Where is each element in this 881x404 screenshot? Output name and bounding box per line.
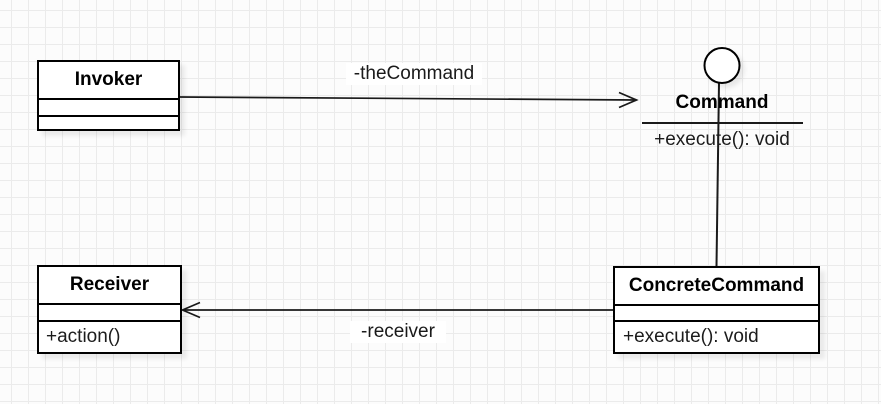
interface-command-name: Command	[675, 92, 769, 113]
class-receiver[interactable]: Receiver +action()	[37, 265, 182, 354]
class-concrete-command-attributes-compartment	[615, 306, 818, 322]
class-invoker-operations-compartment	[39, 117, 178, 129]
class-invoker-name: Invoker	[39, 62, 178, 100]
association-thecommand-line[interactable]	[179, 96, 637, 101]
interface-command-operation: +execute(): void	[654, 129, 790, 150]
class-concrete-command-name: ConcreteCommand	[615, 268, 818, 306]
interface-command[interactable]: Command +execute(): void	[622, 90, 822, 156]
edge-label-thecommand[interactable]: -theCommand	[346, 63, 482, 85]
class-concrete-command-operation: +execute(): void	[623, 326, 759, 347]
class-concrete-command[interactable]: ConcreteCommand +execute(): void	[613, 266, 820, 354]
realization-line[interactable]	[715, 82, 720, 267]
lollipop-circle[interactable]	[703, 47, 741, 84]
class-receiver-attributes-compartment	[39, 305, 180, 322]
open-arrowhead-left-icon[interactable]	[180, 301, 201, 319]
class-invoker[interactable]: Invoker	[37, 60, 180, 131]
edge-label-receiver[interactable]: -receiver	[350, 321, 446, 343]
class-receiver-operation: +action()	[46, 326, 121, 347]
class-invoker-attributes-compartment	[39, 100, 178, 117]
open-arrowhead-right-icon[interactable]	[618, 91, 639, 109]
interface-command-underline	[642, 122, 803, 124]
class-receiver-name: Receiver	[39, 267, 180, 305]
